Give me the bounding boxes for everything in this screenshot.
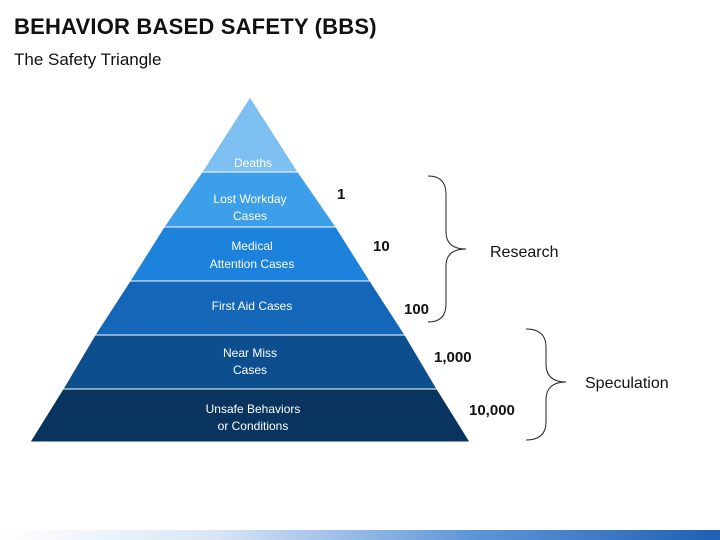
page-subtitle: The Safety Triangle [14,50,162,69]
pyramid-layer-shape [129,226,371,282]
pyramid-layer-label: Unsafe Behaviors [206,402,301,416]
pyramid-layer-label: Lost Workday [213,192,286,206]
footer-accent-bar [0,530,720,540]
pyramid-layer-label: Near Miss [223,346,277,360]
pyramid-layer-label: Deaths [234,156,272,170]
pyramid-layer-near-miss: Near Miss Cases [62,334,438,390]
pyramid-layer-first-aid: First Aid Cases [94,280,406,336]
pyramid-layer-label: Cases [233,209,267,223]
pyramid-layer-lost-workday: Lost Workday Cases [163,171,337,228]
pyramid-layer-shape [62,334,438,390]
count-label: 1 [337,186,345,203]
pyramid-layer-shape [29,388,471,443]
page-title: BEHAVIOR BASED SAFETY (BBS) [14,14,377,39]
pyramid-layer-label: Attention Cases [210,257,295,271]
pyramid-layer-label: Cases [233,363,267,377]
pyramid-layer-deaths: Deaths [201,96,299,173]
pyramid-layer-label: First Aid Cases [212,299,293,313]
speculation-bracket [525,328,567,441]
pyramid-layer-unsafe-behaviors: Unsafe Behaviors or Conditions [29,388,471,443]
count-label: 1,000 [434,349,472,366]
research-bracket [427,175,467,323]
research-label: Research [490,244,558,261]
pyramid-layer-label: Medical [231,239,272,253]
count-label: 100 [404,301,429,318]
pyramid-layer-label: or Conditions [218,419,289,433]
count-label: 10,000 [469,402,515,419]
count-label: 10 [373,238,390,255]
pyramid-layer-medical-attention: Medical Attention Cases [129,226,371,282]
speculation-label: Speculation [585,375,669,392]
